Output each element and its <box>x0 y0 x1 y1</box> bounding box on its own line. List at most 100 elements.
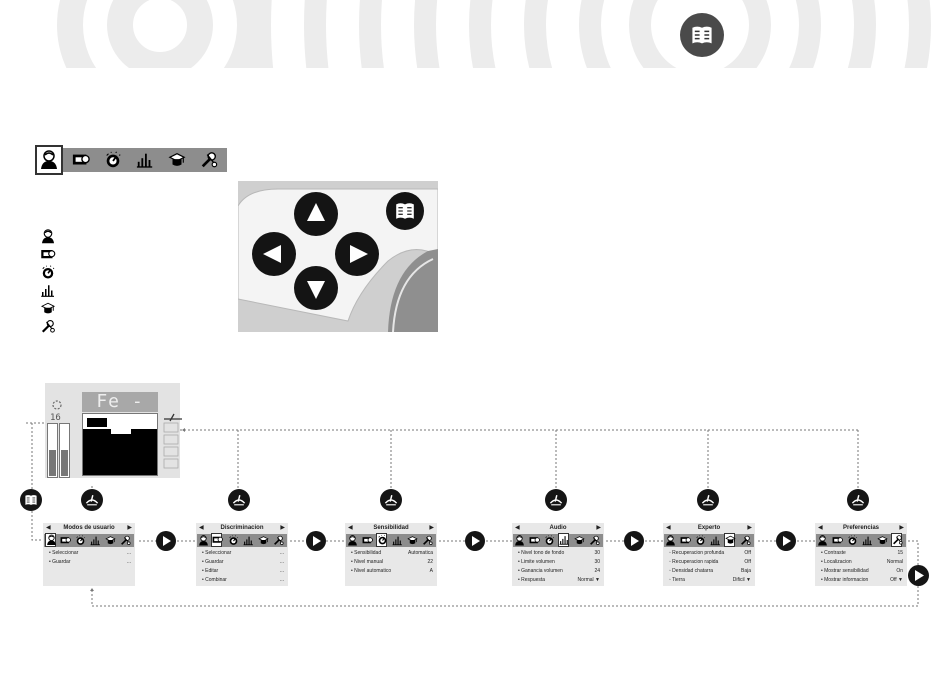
detect-icon <box>232 494 246 506</box>
detect-button-5[interactable] <box>697 489 719 511</box>
user-modes-icon <box>514 535 525 546</box>
main-menu-bar <box>35 145 227 175</box>
user-modes-icon[interactable] <box>35 145 63 175</box>
user-modes-icon <box>45 533 56 547</box>
sensitivity-icon <box>695 535 706 546</box>
menu-row[interactable]: • Seleccionar... <box>202 550 284 556</box>
menu-row[interactable]: • Editar... <box>202 568 284 574</box>
next-button-6[interactable] <box>908 565 929 586</box>
menu-row[interactable]: • Guardar... <box>49 559 131 565</box>
expert-icon <box>258 535 269 546</box>
panel-icon-bar <box>664 533 754 547</box>
expert-icon <box>105 535 116 546</box>
preferences-icon <box>740 535 751 546</box>
menu-book-button[interactable] <box>20 489 42 511</box>
arrow-left-icon <box>263 245 281 263</box>
detect-button-2[interactable] <box>228 489 250 511</box>
detect-icon <box>701 494 715 506</box>
next-button-2[interactable] <box>306 531 326 551</box>
discrimination-icon <box>680 535 691 546</box>
panel-title: Modos de usuario <box>63 525 115 531</box>
arrow-right-icon <box>472 536 480 546</box>
panel-title: Experto <box>697 525 721 531</box>
next-button-5[interactable] <box>776 531 796 551</box>
discrimination-icon <box>832 535 843 546</box>
arrow-right-icon[interactable]: ▶ <box>596 525 601 531</box>
arrow-right-icon <box>631 536 639 546</box>
next-button-4[interactable] <box>624 531 644 551</box>
arrow-right-key[interactable] <box>335 232 379 276</box>
arrow-left-icon[interactable]: ◀ <box>666 525 671 531</box>
menu-key[interactable] <box>386 192 424 230</box>
arrow-left-icon[interactable]: ◀ <box>348 525 353 531</box>
arrow-right-icon <box>783 536 791 546</box>
panel-icon-bar <box>197 533 287 547</box>
arrow-right-icon[interactable]: ▶ <box>899 525 904 531</box>
detect-button-4[interactable] <box>545 489 567 511</box>
arrow-down-key[interactable] <box>294 266 338 310</box>
top-banner <box>0 0 950 68</box>
detect-button-1[interactable] <box>81 489 103 511</box>
audio-icon <box>710 535 721 546</box>
panel-title: Preferencias <box>842 525 880 531</box>
arrow-right-icon <box>313 536 321 546</box>
detect-button-3[interactable] <box>380 489 402 511</box>
panel-user-modes: ◀ Modos de usuario ▶ • Seleccionar... • … <box>43 523 135 586</box>
arrow-left-icon[interactable]: ◀ <box>199 525 204 531</box>
panel-icon-bar <box>44 533 134 547</box>
arrow-right-icon[interactable]: ▶ <box>127 525 132 531</box>
user-modes-icon <box>347 535 358 546</box>
sensitivity-icon <box>376 533 387 547</box>
detect-icon <box>851 494 865 506</box>
arrow-left-key[interactable] <box>252 232 296 276</box>
preferences-icon <box>422 535 433 546</box>
panel-title: Sensibilidad <box>373 525 409 531</box>
menu-row[interactable]: • Guardar... <box>202 559 284 565</box>
preferences-icon <box>589 535 600 546</box>
menu-book-icon <box>24 494 38 506</box>
discrimination-icon <box>60 535 71 546</box>
arrow-right-icon[interactable]: ▶ <box>280 525 285 531</box>
arrow-right-icon[interactable]: ▶ <box>429 525 434 531</box>
next-button-1[interactable] <box>156 531 176 551</box>
arrow-left-icon[interactable]: ◀ <box>46 525 51 531</box>
expert-icon <box>574 535 585 546</box>
user-modes-icon <box>198 535 209 546</box>
discrimination-icon <box>211 533 222 547</box>
depth-indicator-icon <box>52 398 62 410</box>
menu-row[interactable]: • Seleccionar... <box>49 550 131 556</box>
detect-button-6[interactable] <box>847 489 869 511</box>
sensitivity-icon <box>544 535 555 546</box>
arrow-left-icon[interactable]: ◀ <box>818 525 823 531</box>
next-button-3[interactable] <box>465 531 485 551</box>
arrow-up-key[interactable] <box>294 192 338 236</box>
arrow-left-icon[interactable]: ◀ <box>515 525 520 531</box>
user-modes-icon <box>817 535 828 546</box>
sensitivity-icon <box>228 535 239 546</box>
menu-row[interactable]: • Combinar... <box>202 577 284 583</box>
panel-title: Audio <box>549 525 567 531</box>
detect-icon <box>384 494 398 506</box>
preferences-icon <box>891 533 902 547</box>
audio-icon <box>90 535 101 546</box>
arrow-right-icon[interactable]: ▶ <box>747 525 752 531</box>
sensitivity-icon <box>75 535 86 546</box>
